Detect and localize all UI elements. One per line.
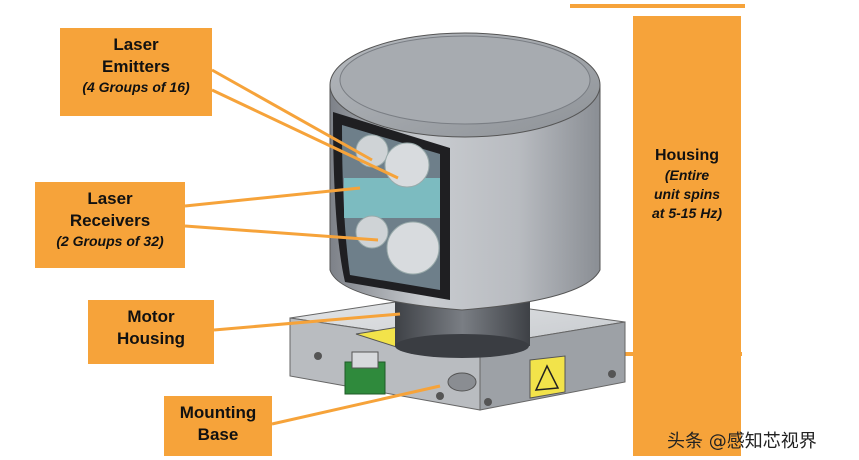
emitters-sub: (4 Groups of 16) xyxy=(82,79,190,95)
pointer-receivers-2 xyxy=(184,224,379,242)
receivers-sub: (2 Groups of 32) xyxy=(56,233,164,249)
housing-sub-3: at 5-15 Hz) xyxy=(651,205,723,221)
housing-sub-2: unit spins xyxy=(653,186,721,202)
pointer-motor xyxy=(213,312,401,332)
housing-bottom-bar xyxy=(560,352,742,356)
watermark-text: 头条 @感知芯视界 xyxy=(667,431,817,452)
housing-top-bar xyxy=(570,4,745,8)
housing-label-box xyxy=(633,16,741,456)
mounting-line1: Mounting xyxy=(179,403,257,422)
label-laser-emitters: Laser Emitters (4 Groups of 16) xyxy=(60,28,212,116)
pointer-emitters-1 xyxy=(211,68,373,162)
label-laser-receivers: Laser Receivers (2 Groups of 32) xyxy=(35,182,185,268)
label-motor-housing: Motor Housing xyxy=(88,300,214,364)
motor-line1: Motor xyxy=(127,307,175,326)
housing-label: Housing (Entire unit spins at 5-15 Hz) xyxy=(633,146,741,223)
emitters-line1: Laser xyxy=(113,35,159,54)
motor-line2: Housing xyxy=(117,329,185,348)
laser-window-shape xyxy=(333,112,450,300)
emitters-line2: Emitters xyxy=(101,57,171,76)
label-mounting-base: Mounting Base xyxy=(164,396,272,456)
pointer-mounting xyxy=(271,384,441,426)
housing-title: Housing xyxy=(655,147,719,164)
receivers-line2: Receivers xyxy=(69,211,151,230)
pointer-lines xyxy=(184,68,441,426)
housing-sub-1: (Entire xyxy=(664,167,710,183)
pointer-receivers-1 xyxy=(184,186,361,208)
receivers-line1: Laser xyxy=(87,189,133,208)
pointer-emitters-2 xyxy=(211,88,399,180)
mounting-line2: Base xyxy=(197,425,239,444)
